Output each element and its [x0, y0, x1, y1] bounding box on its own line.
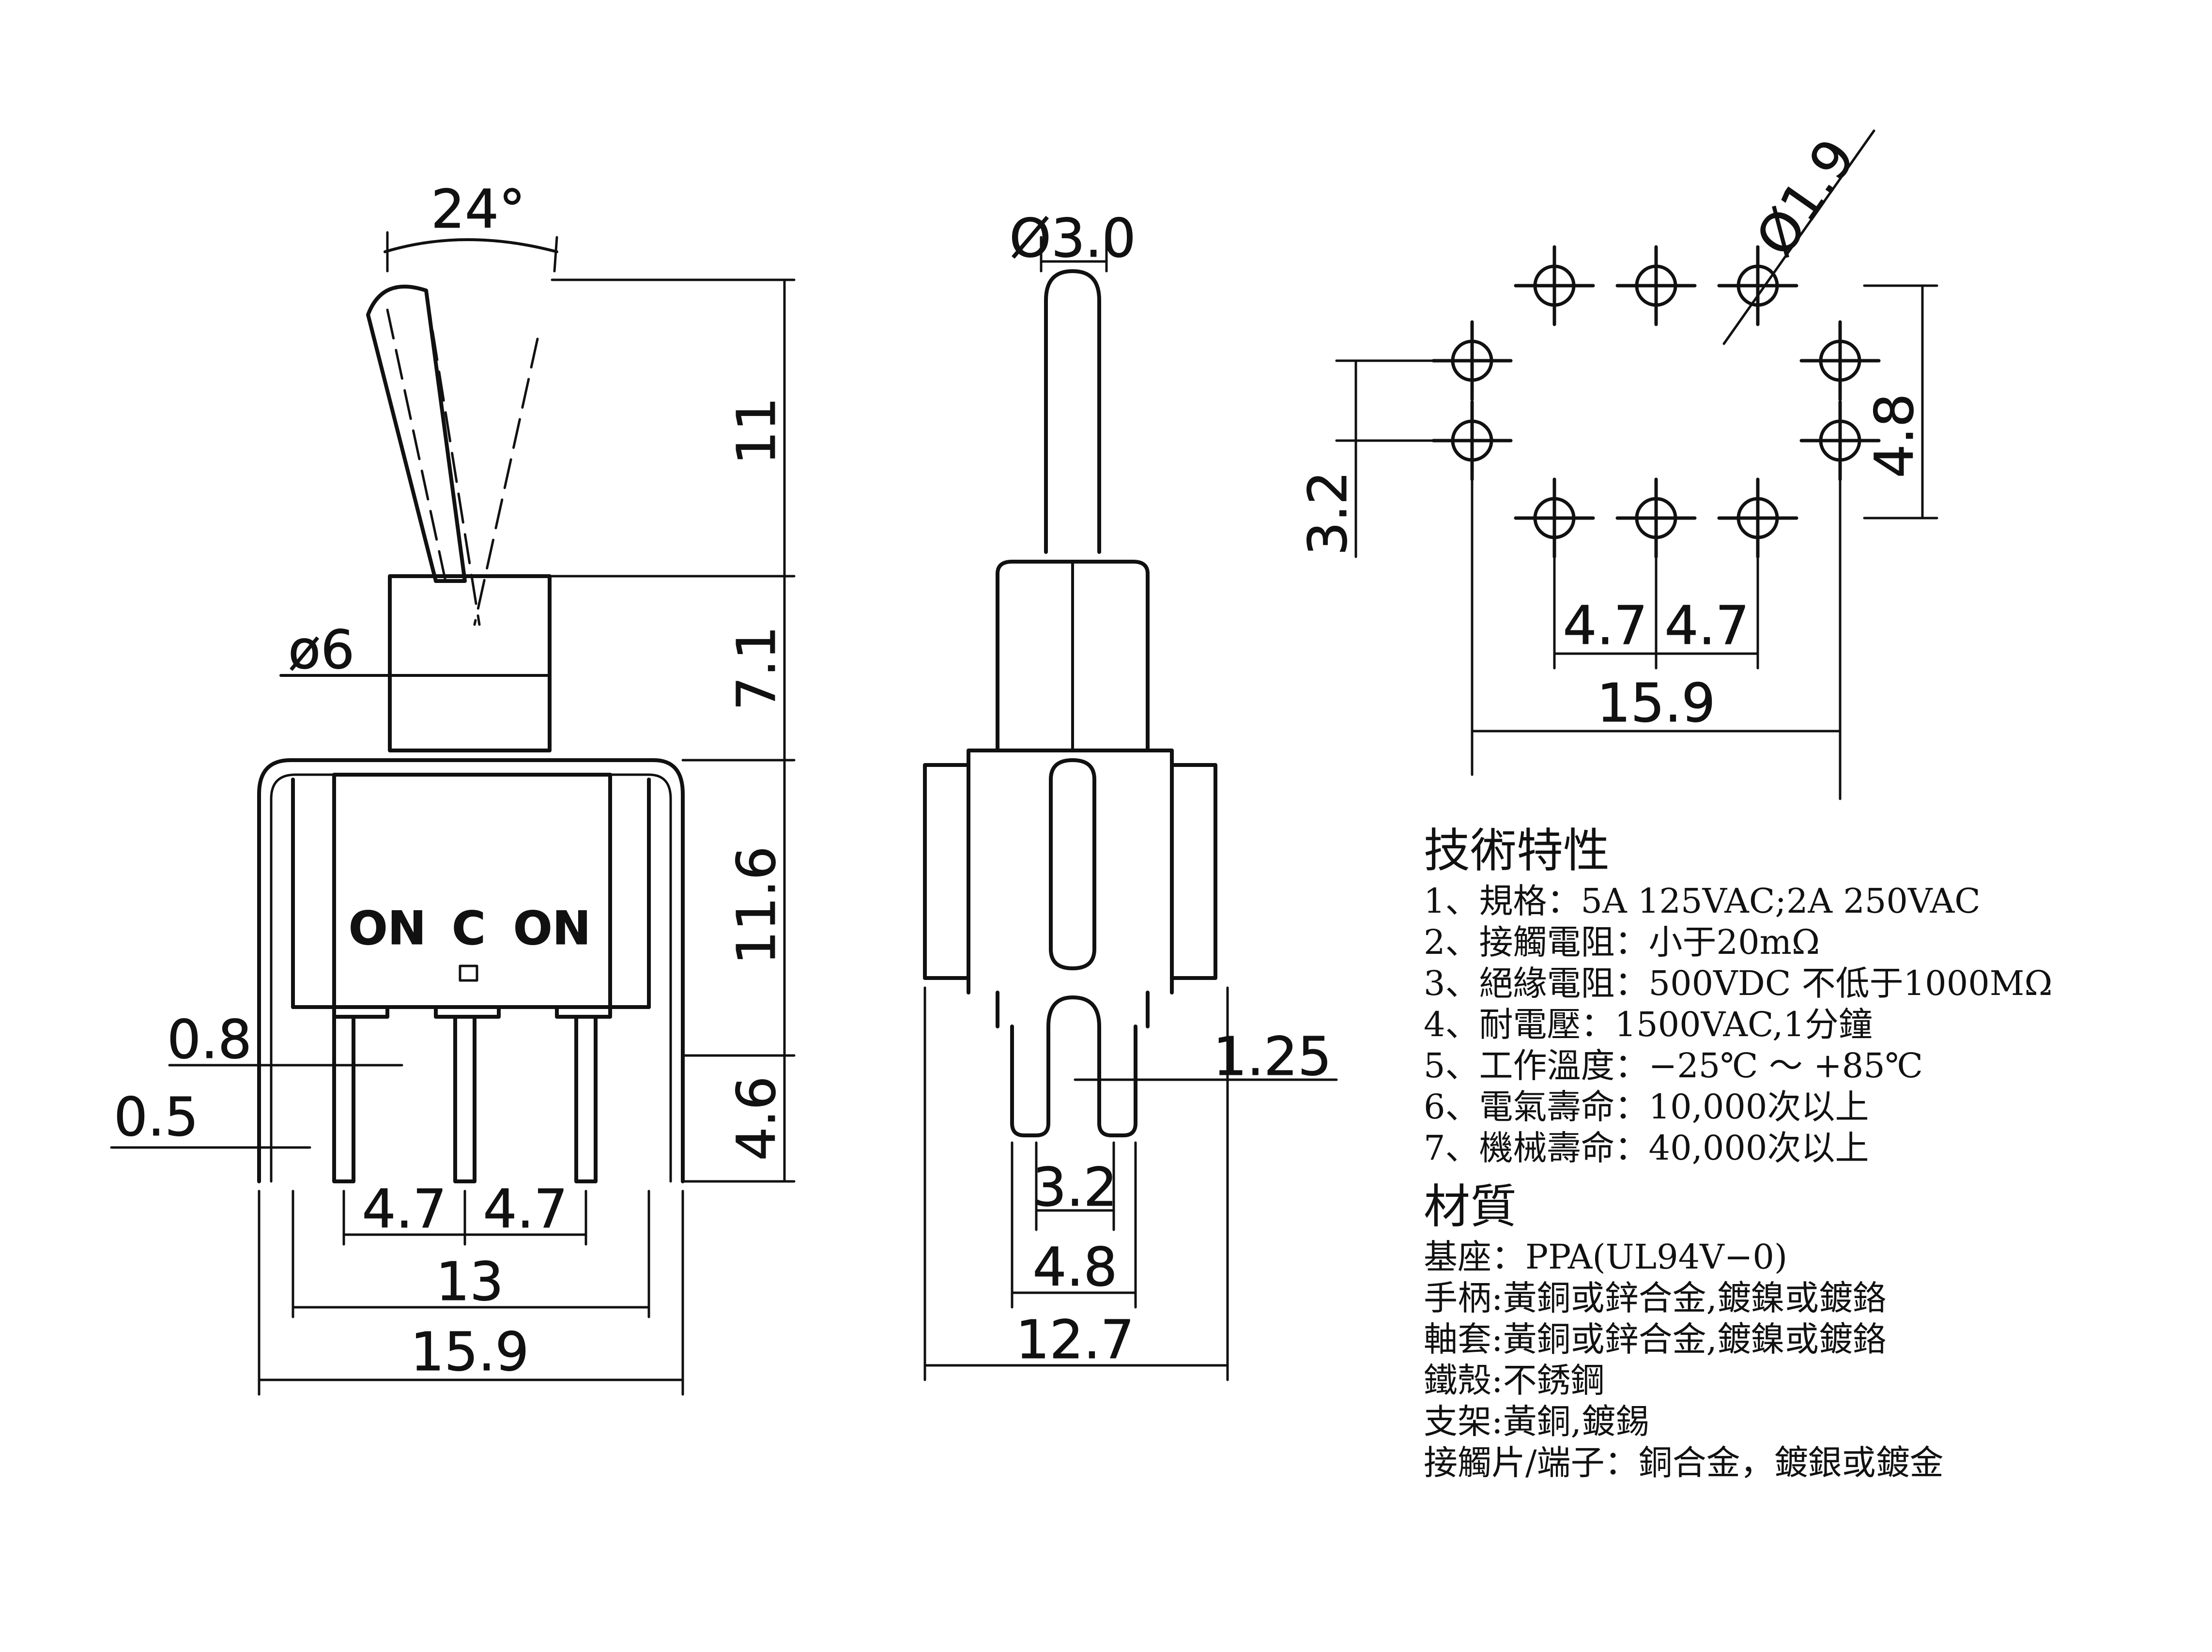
angle-label: 24°	[431, 178, 525, 240]
material-item-3: 軸套:黃銅或鋅合金,鍍鎳或鍍鉻	[1424, 1319, 1887, 1359]
shaft-diameter-label: ø6	[288, 619, 354, 681]
fp-dim-15-9-label: 15.9	[1597, 672, 1716, 734]
center-marking: C	[452, 902, 486, 955]
lever-diameter-label: Ø3.0	[1009, 207, 1136, 269]
pitch-a-label: 4.7	[362, 1178, 447, 1240]
dim-13-label: 13	[436, 1251, 504, 1313]
pitch-b-label: 4.7	[483, 1178, 568, 1240]
dim-7-1-label: 7.1	[725, 626, 787, 711]
footprint-view	[1335, 129, 1938, 800]
spec-item-2: 2、接觸電阻：小于20mΩ	[1424, 922, 1820, 962]
fp-pitch-a-label: 4.7	[1563, 595, 1648, 657]
hole-right-1	[1799, 320, 1881, 401]
specs-heading: 技術特性	[1424, 824, 1610, 878]
spec-item-6: 6、電氣壽命：10,000次以上	[1424, 1087, 1869, 1127]
spec-item-5: 5、工作溫度：−25℃ ～ +85℃	[1424, 1046, 1923, 1086]
material-item-5: 支架:黃銅,鍍錫	[1424, 1402, 1649, 1441]
side-dim-4-8-label: 4.8	[1033, 1236, 1118, 1298]
hole-top-1	[1514, 245, 1595, 326]
side-dim-1-25-label: 1.25	[1213, 1025, 1332, 1087]
specs-block: 技術特性 1、規格：5A 125VAC;2A 250VAC 2、接觸電阻：小于2…	[1424, 824, 2053, 1483]
material-item-2: 手柄:黃銅或鋅合金,鍍鎳或鍍鉻	[1424, 1278, 1887, 1318]
dim-0-8-label: 0.8	[167, 1009, 252, 1071]
hole-diameter-label: Ø1.9	[1744, 128, 1867, 267]
fp-dim-3-2-label: 3.2	[1297, 471, 1359, 556]
on-left-marking: ON	[349, 902, 426, 955]
fp-dim-4-8-label: 4.8	[1863, 394, 1925, 478]
hole-top-2	[1615, 245, 1697, 326]
dim-11-label: 11	[725, 397, 787, 465]
side-dim-12-7-label: 12.7	[1016, 1309, 1135, 1371]
dim-11-6-label: 11.6	[725, 846, 787, 965]
spec-item-1: 1、規格：5A 125VAC;2A 250VAC	[1424, 881, 1981, 921]
side-view	[923, 236, 1338, 1381]
hole-top-3	[1717, 245, 1798, 326]
dim-15-9-label: 15.9	[411, 1321, 529, 1383]
dim-0-5-label: 0.5	[114, 1086, 199, 1148]
front-view	[110, 231, 796, 1396]
spec-item-4: 4、耐電壓：1500VAC,1分鐘	[1424, 1005, 1873, 1044]
side-dim-3-2-label: 3.2	[1033, 1156, 1118, 1218]
materials-heading: 材質	[1424, 1179, 1517, 1234]
material-item-4: 鐵殼:不銹鋼	[1424, 1361, 1605, 1400]
material-item-1: 基座：PPA(UL94V−0)	[1424, 1237, 1787, 1277]
on-right-marking: ON	[513, 902, 591, 955]
fp-pitch-b-label: 4.7	[1665, 595, 1750, 657]
spec-item-3: 3、絕緣電阻：500VDC 不低于1000MΩ	[1424, 964, 2053, 1003]
spec-item-7: 7、機械壽命：40,000次以上	[1424, 1128, 1869, 1168]
material-item-6: 接觸片/端子：銅合金，鍍銀或鍍金	[1424, 1443, 1944, 1483]
dim-4-6-label: 4.6	[725, 1076, 787, 1161]
